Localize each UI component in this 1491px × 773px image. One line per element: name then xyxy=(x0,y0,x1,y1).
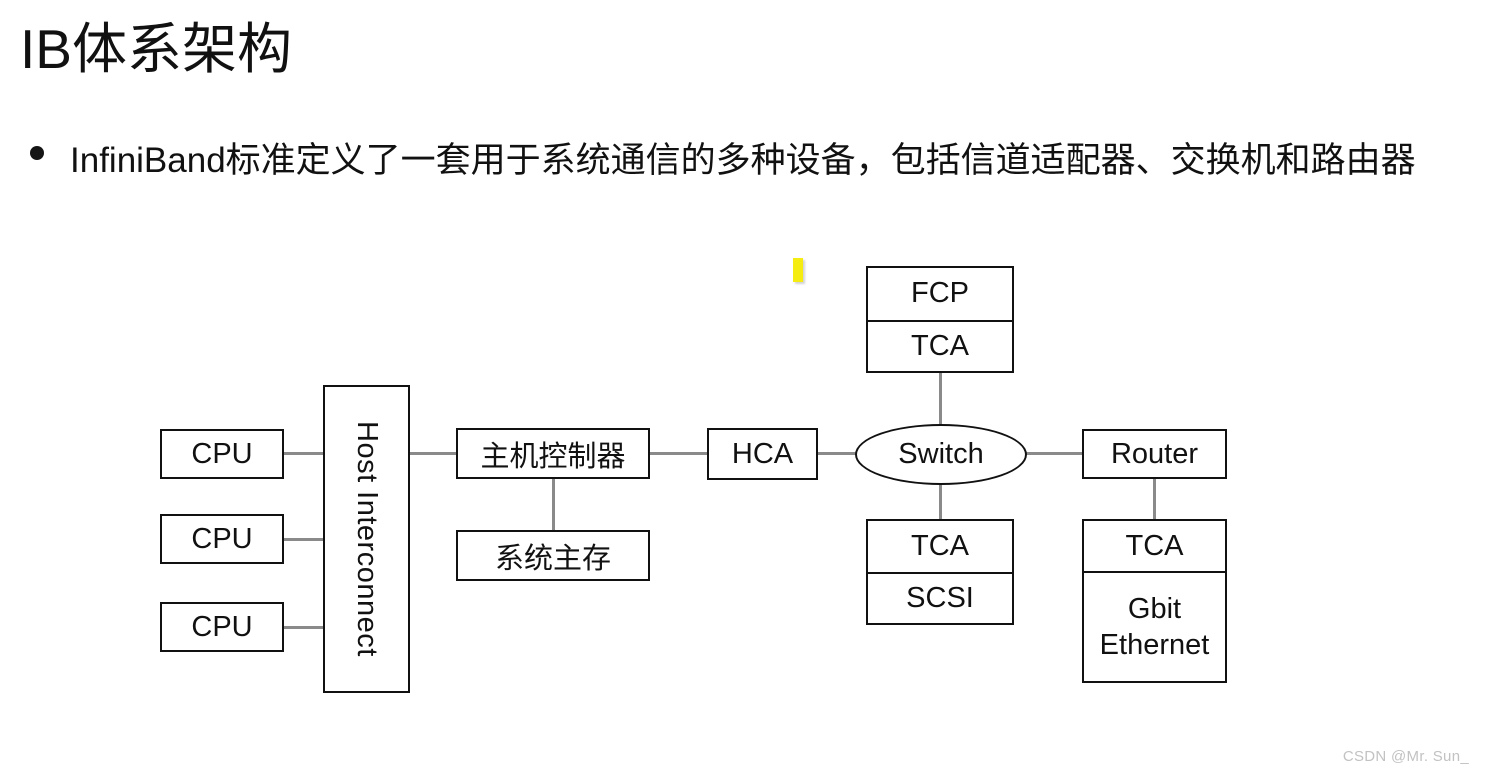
wire-switch-scsi-stack xyxy=(939,478,942,522)
node-tca-gbit-ethernet-stack[interactable]: TCA Gbit Ethernet xyxy=(1082,519,1227,683)
bullet-text: InfiniBand标准定义了一套用于系统通信的多种设备，包括信道适配器、交换机… xyxy=(70,141,1416,180)
page-title: IB体系架构 xyxy=(20,18,292,80)
node-label: Host Interconnect xyxy=(351,421,383,657)
bullet-dot-icon xyxy=(30,146,44,160)
wire-router-gbe-stack xyxy=(1153,477,1156,522)
wire-cpu1-interconnect xyxy=(284,452,325,455)
node-label-scsi: SCSI xyxy=(868,572,1012,623)
node-label-tca: TCA xyxy=(911,530,969,562)
bullet-list-item: InfiniBand标准定义了一套用于系统通信的多种设备，包括信道适配器、交换机… xyxy=(30,128,1480,194)
node-system-memory[interactable]: 系统主存 xyxy=(456,530,650,581)
wire-interconnect-host-controller xyxy=(408,452,458,455)
node-label: HCA xyxy=(731,437,794,470)
node-label: CPU xyxy=(191,522,253,555)
node-label: Router xyxy=(1110,437,1199,470)
highlighter-cursor-icon xyxy=(793,258,803,282)
node-label: 主机控制器 xyxy=(480,440,626,473)
node-label-fcp: FCP xyxy=(911,277,969,310)
node-fcp-tca-stack[interactable]: FCP TCA xyxy=(866,266,1014,373)
node-cpu-2[interactable]: CPU xyxy=(160,514,284,564)
node-tca-scsi-stack[interactable]: TCA SCSI xyxy=(866,519,1014,625)
node-label: CPU xyxy=(191,437,253,470)
node-label: CPU xyxy=(191,610,253,643)
node-hca[interactable]: HCA xyxy=(707,428,818,480)
wire-cpu3-interconnect xyxy=(284,626,325,629)
wire-host-controller-hca xyxy=(648,452,709,455)
node-label-gbit-ethernet: Gbit Ethernet xyxy=(1084,571,1225,681)
node-label-tca: TCA xyxy=(868,319,1012,372)
node-cpu-1[interactable]: CPU xyxy=(160,429,284,479)
wire-host-controller-memory xyxy=(552,477,555,532)
node-host-interconnect[interactable]: Host Interconnect xyxy=(323,385,410,693)
node-label: Switch xyxy=(898,438,984,470)
wire-switch-router xyxy=(1024,452,1084,455)
node-label: 系统主存 xyxy=(494,542,611,575)
node-router[interactable]: Router xyxy=(1082,429,1227,479)
node-switch[interactable]: Switch xyxy=(855,424,1027,485)
wire-cpu2-interconnect xyxy=(284,538,325,541)
node-cpu-3[interactable]: CPU xyxy=(160,602,284,652)
wire-hca-switch xyxy=(816,452,868,455)
watermark: CSDN @Mr. Sun_ xyxy=(1342,748,1469,765)
node-label-tca: TCA xyxy=(1125,529,1184,562)
wire-fcp-stack-switch xyxy=(939,371,942,433)
node-host-controller[interactable]: 主机控制器 xyxy=(456,428,650,479)
